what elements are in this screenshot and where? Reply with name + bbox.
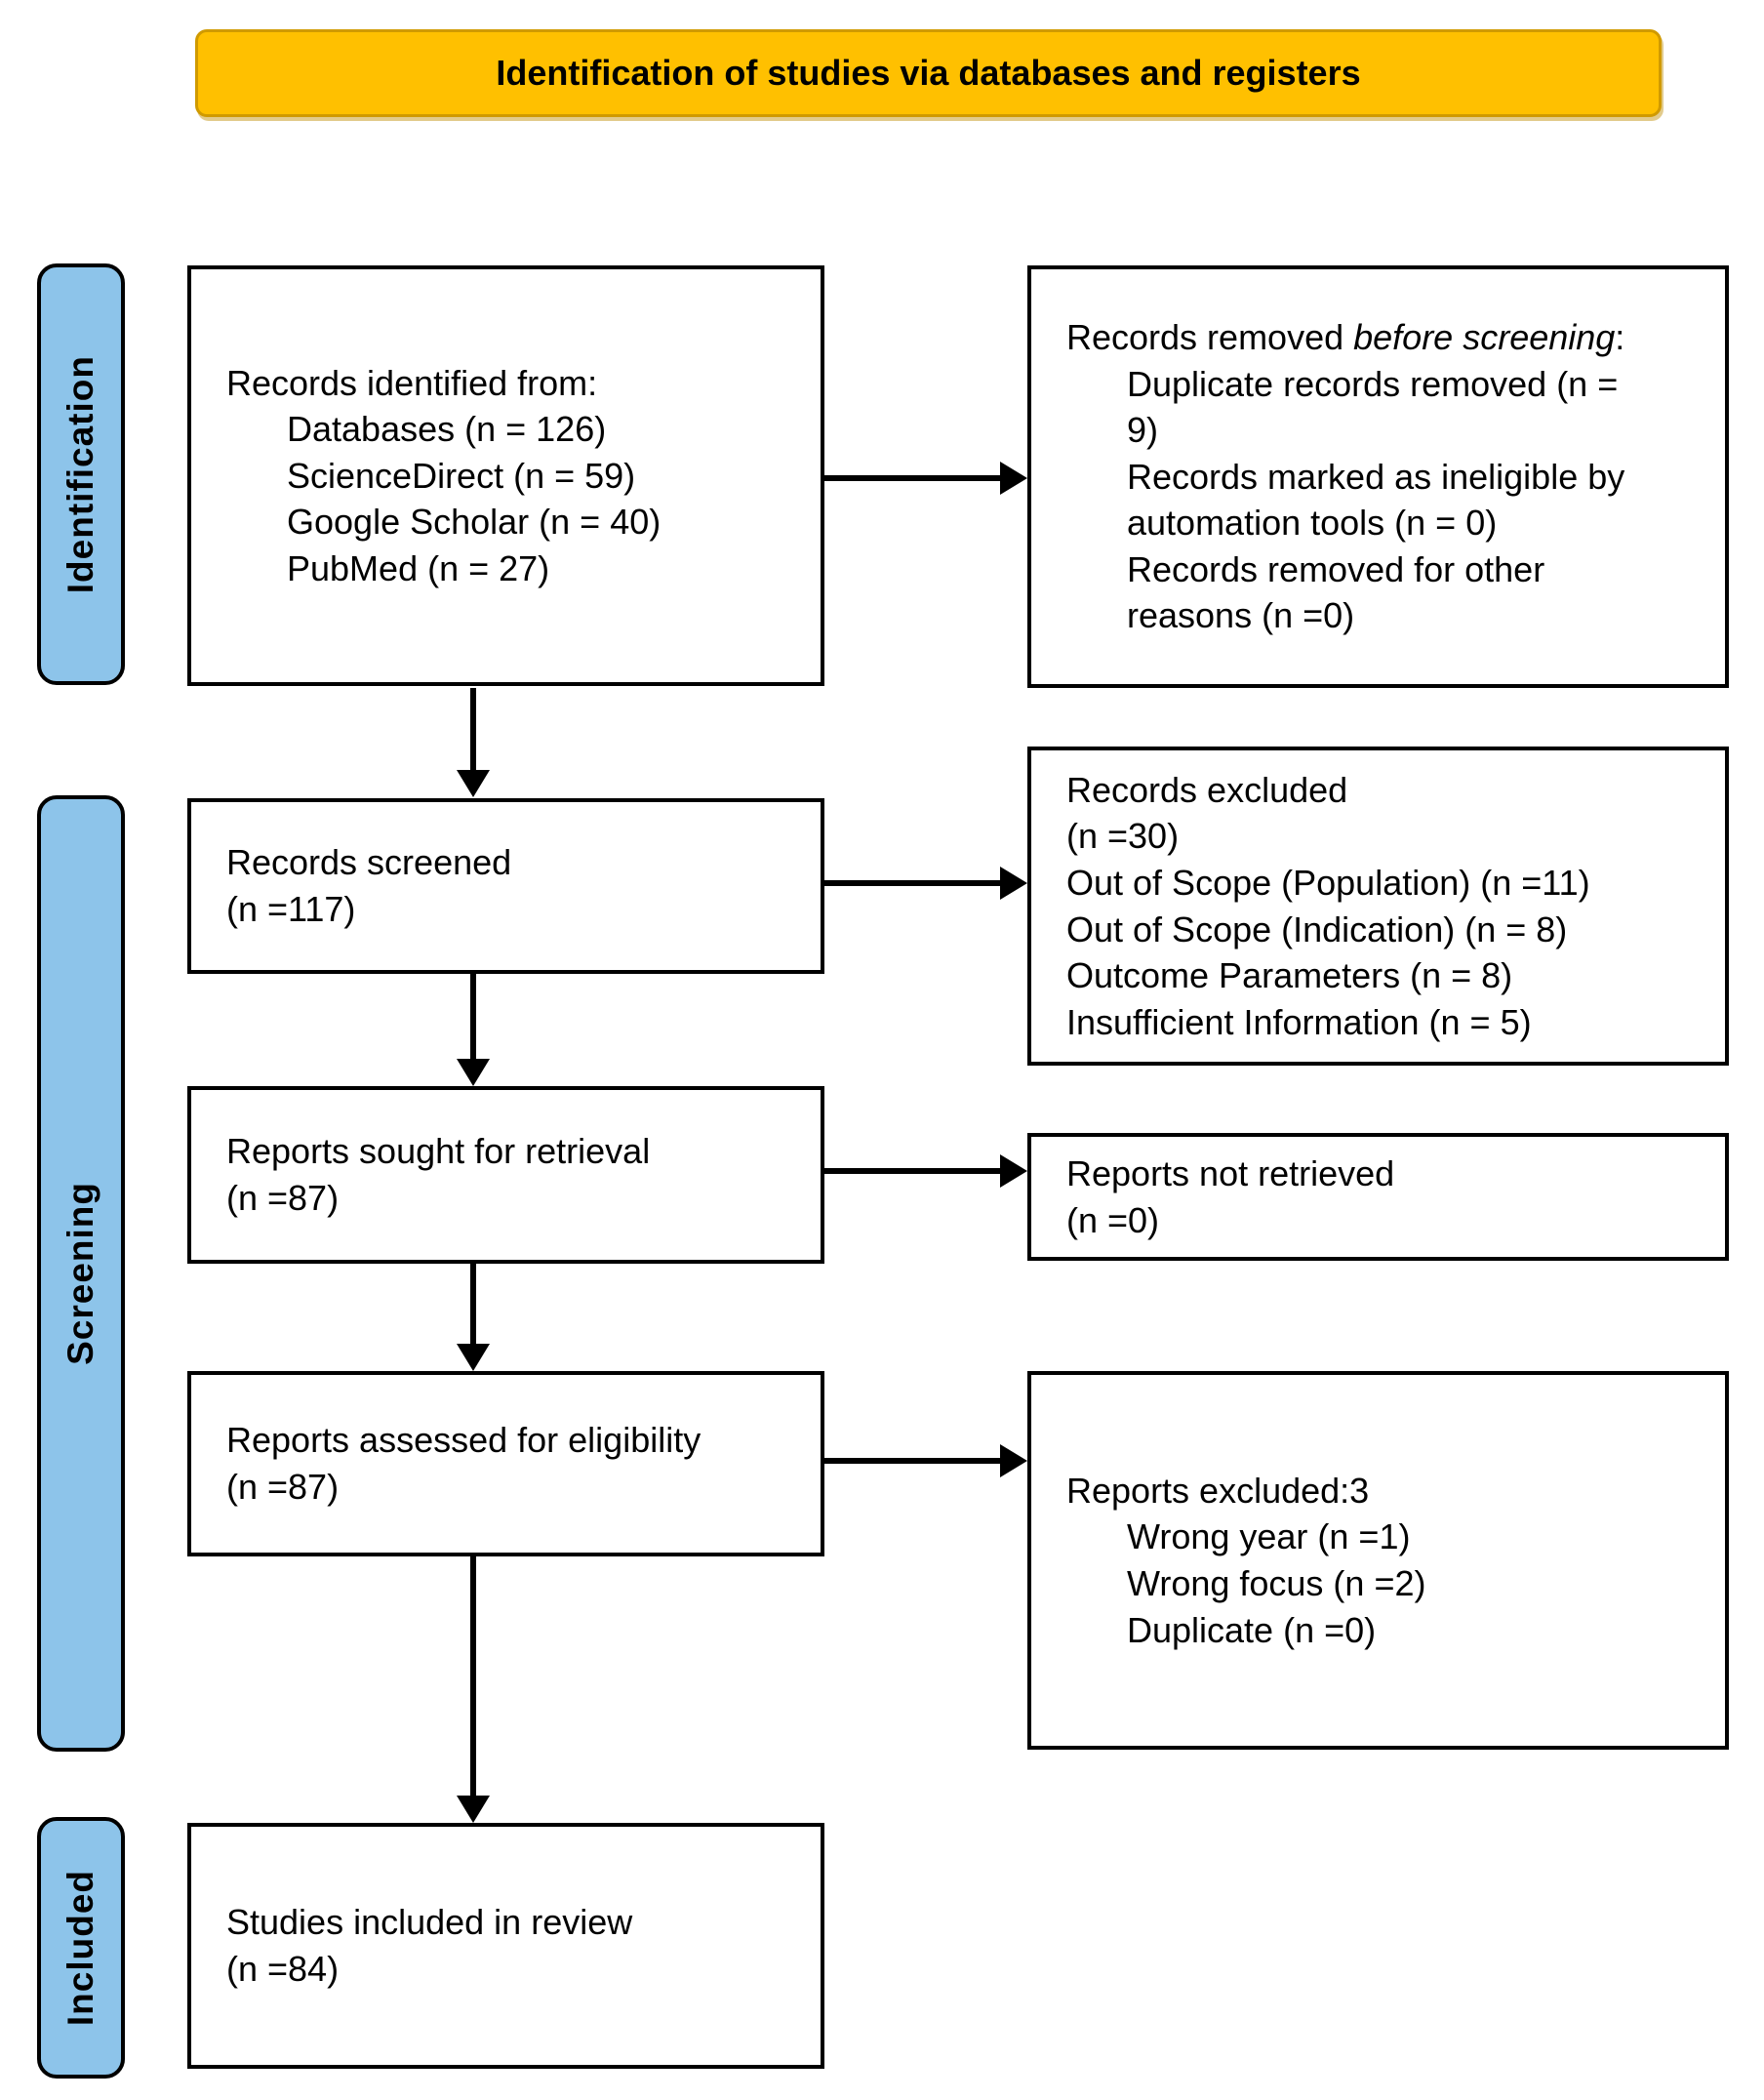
removed-title-italic: before screening	[1353, 317, 1616, 358]
reports-assessed-line: Reports assessed for eligibility	[226, 1420, 702, 1461]
reports-excluded-item: Duplicate (n =0)	[1127, 1609, 1377, 1650]
reports-assessed-count: (n =87)	[226, 1467, 340, 1507]
reports-sought-line: Reports sought for retrieval	[226, 1131, 651, 1172]
arrow-screened-to-sought	[457, 974, 490, 1086]
box-records-screened: Records screened (n =117)	[187, 798, 824, 974]
arrow-assessed-to-reports-excluded	[824, 1444, 1027, 1477]
reports-sought-count: (n =87)	[226, 1178, 340, 1218]
identified-item: ScienceDirect (n = 59)	[287, 455, 636, 496]
records-screened-line: Records screened	[226, 842, 512, 883]
reports-excluded-item: Wrong focus (n =2)	[1127, 1563, 1426, 1603]
records-excluded-line: (n =30)	[1066, 816, 1180, 857]
arrow-sought-to-assessed	[457, 1264, 490, 1371]
records-identified-title: Records identified from:	[226, 362, 598, 403]
removed-title-suffix: :	[1615, 317, 1625, 358]
removed-item: 9)	[1127, 410, 1159, 451]
reports-excluded-item: Wrong year (n =1)	[1127, 1516, 1411, 1557]
arrow-screened-to-excluded	[824, 867, 1027, 900]
removed-item: Records removed for other	[1127, 548, 1545, 589]
arrow-identified-to-removed	[824, 462, 1027, 495]
removed-item: reasons (n =0)	[1127, 595, 1355, 636]
records-screened-count: (n =117)	[226, 889, 356, 929]
reports-not-retrieved-line: Reports not retrieved	[1066, 1152, 1395, 1193]
stage-identification-label: Identification	[60, 354, 100, 594]
box-reports-not-retrieved: Reports not retrieved (n =0)	[1027, 1133, 1729, 1261]
records-excluded-line: Records excluded	[1066, 769, 1348, 810]
reports-excluded-title: Reports excluded:3	[1066, 1470, 1370, 1511]
box-reports-excluded: Reports excluded:3 Wrong year (n =1) Wro…	[1027, 1371, 1729, 1750]
stage-screening: Screening	[37, 795, 125, 1752]
arrow-identified-to-screened	[457, 688, 490, 797]
box-records-removed: Records removed before screening: Duplic…	[1027, 265, 1729, 688]
identified-item: PubMed (n = 27)	[287, 547, 550, 588]
stage-included: Included	[37, 1817, 125, 2079]
arrow-sought-to-not-retrieved	[824, 1154, 1027, 1188]
identified-item: Databases (n = 126)	[287, 409, 607, 450]
box-reports-sought: Reports sought for retrieval (n =87)	[187, 1086, 824, 1264]
box-studies-included: Studies included in review (n =84)	[187, 1823, 824, 2069]
records-excluded-line: Out of Scope (Indication) (n = 8)	[1066, 909, 1568, 949]
stage-screening-label: Screening	[60, 1182, 100, 1365]
box-reports-assessed: Reports assessed for eligibility (n =87)	[187, 1371, 824, 1556]
box-records-excluded: Records excluded (n =30) Out of Scope (P…	[1027, 747, 1729, 1066]
stage-included-label: Included	[60, 1869, 100, 2027]
removed-item: Records marked as ineligible by	[1127, 456, 1625, 497]
studies-included-count: (n =84)	[226, 1949, 340, 1989]
box-records-identified: Records identified from: Databases (n = …	[187, 265, 824, 686]
removed-title-prefix: Records removed	[1066, 317, 1354, 358]
records-excluded-line: Insufficient Information (n = 5)	[1066, 1001, 1532, 1042]
records-excluded-line: Out of Scope (Population) (n =11)	[1066, 862, 1590, 903]
diagram-title-banner: Identification of studies via databases …	[195, 29, 1662, 117]
removed-item: Duplicate records removed (n =	[1127, 363, 1619, 404]
records-excluded-line: Outcome Parameters (n = 8)	[1066, 955, 1513, 996]
identified-item: Google Scholar (n = 40)	[287, 502, 662, 543]
arrow-assessed-to-included	[457, 1556, 490, 1823]
reports-not-retrieved-count: (n =0)	[1066, 1199, 1160, 1240]
diagram-title: Identification of studies via databases …	[496, 53, 1361, 93]
stage-identification: Identification	[37, 263, 125, 685]
studies-included-line: Studies included in review	[226, 1902, 633, 1943]
records-removed-title: Records removed before screening:	[1066, 314, 1710, 361]
removed-item: automation tools (n = 0)	[1127, 503, 1498, 544]
